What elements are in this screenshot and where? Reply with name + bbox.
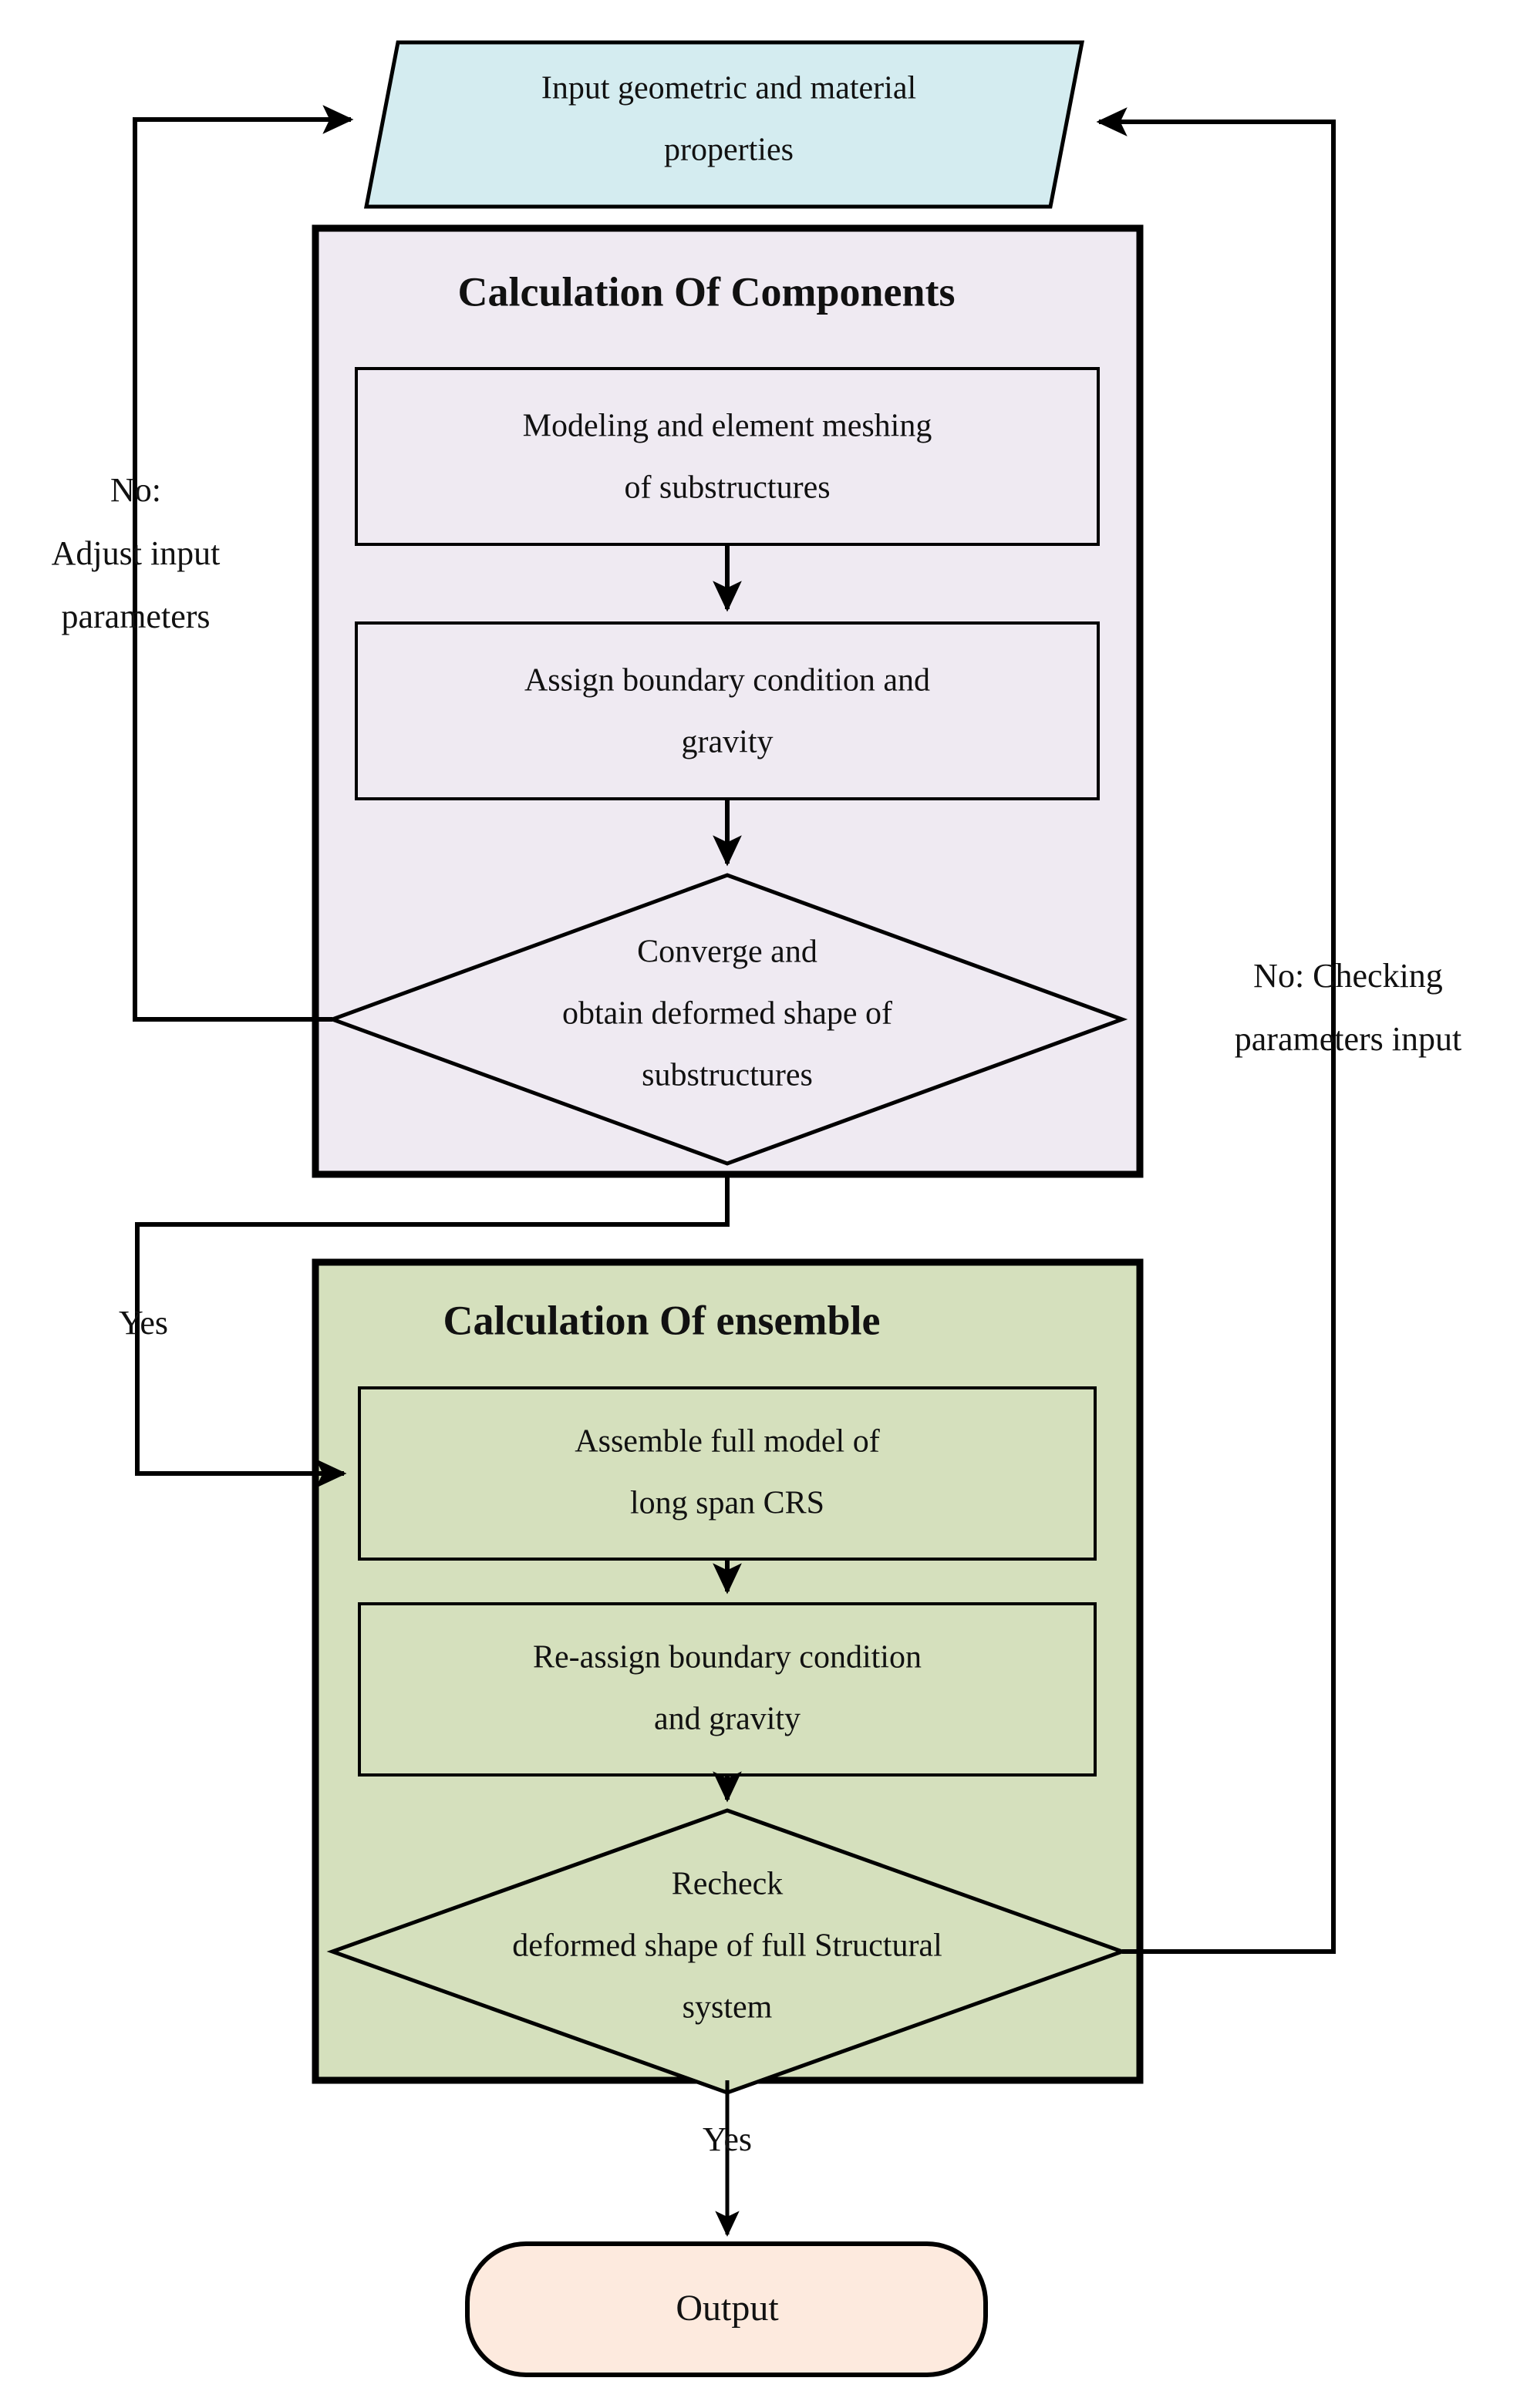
ensemble-step1-line1: Assemble full model of	[575, 1424, 879, 1460]
components-step1-line1: Modeling and element meshing	[523, 409, 932, 444]
components-decision-line2: obtain deformed shape of	[562, 996, 892, 1032]
edge-label-left-feedback-line1: No:	[110, 471, 161, 509]
components-step2-line1: Assign boundary condition and	[524, 663, 930, 699]
ensemble-decision-line3: system	[683, 1990, 773, 2026]
ensemble-panel-heading: Calculation Of ensemble	[443, 1297, 881, 1343]
ensemble-step1-line2: long span CRS	[630, 1486, 824, 1521]
edge-label-ensemble-to-output-yes: Yes	[703, 2120, 752, 2158]
output-label: Output	[676, 2288, 779, 2329]
connector-left-feedback-no	[133, 105, 354, 1022]
components-step1-box[interactable]	[355, 367, 1100, 546]
ensemble-decision-line1: Recheck	[672, 1867, 784, 1902]
components-step2-box[interactable]	[355, 621, 1100, 800]
components-step2-line2: gravity	[682, 725, 774, 760]
edge-label-right-feedback-line2: parameters input	[1235, 1020, 1461, 1058]
input-label-line2: properties	[664, 133, 794, 168]
edge-label-left-feedback-line2: Adjust input	[52, 534, 221, 572]
components-step1-line2: of substructures	[624, 470, 830, 506]
output-box[interactable]	[465, 2241, 988, 2377]
components-decision-line1: Converge and	[637, 935, 817, 970]
ensemble-decision-line2: deformed shape of full Structural	[512, 1928, 942, 1964]
connector-components-to-ensemble-yes	[135, 1174, 730, 1488]
edge-label-right-feedback-line1: No: Checking	[1253, 957, 1443, 995]
connector-right-feedback-no	[1096, 107, 1336, 1954]
input-label-line1: Input geometric and material	[541, 71, 916, 106]
ensemble-step2-line1: Re-assign boundary condition	[533, 1640, 922, 1675]
components-decision-diamond[interactable]	[326, 873, 1128, 1166]
components-decision-line3: substructures	[642, 1058, 813, 1093]
edge-label-left-feedback-line3: parameters	[62, 598, 211, 635]
ensemble-step2-line2: and gravity	[654, 1702, 801, 1737]
input-parallelogram[interactable]	[363, 40, 1085, 209]
ensemble-step2-box[interactable]	[358, 1602, 1097, 1777]
edge-label-components-to-ensemble-yes: Yes	[119, 1304, 168, 1342]
components-panel-heading: Calculation Of Components	[457, 268, 955, 315]
ensemble-step1-box[interactable]	[358, 1386, 1097, 1561]
